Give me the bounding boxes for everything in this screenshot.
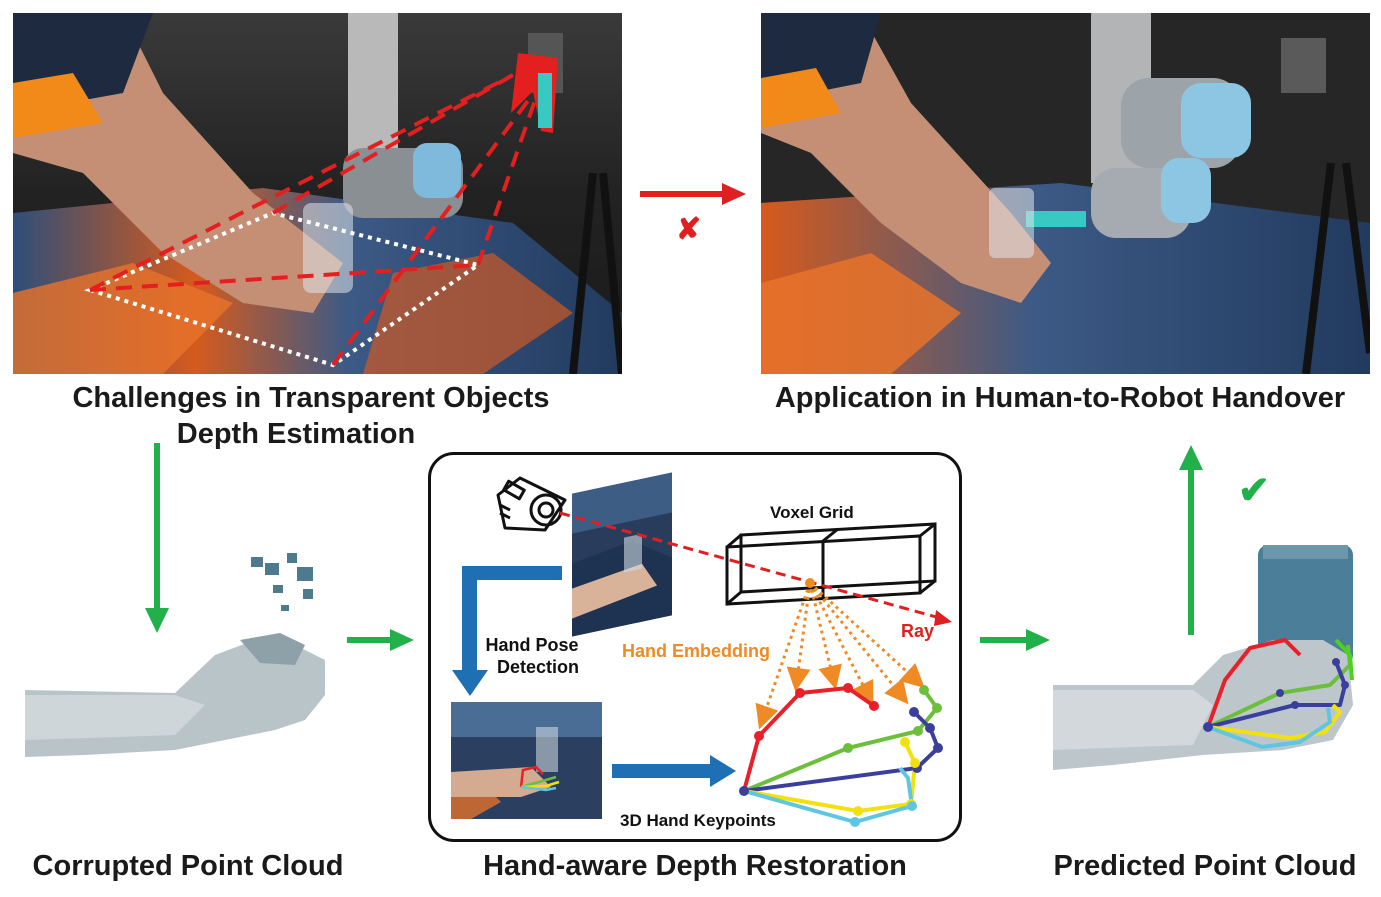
restoration-panel [428,452,962,842]
ray-label: Ray [901,621,935,641]
pose-detection-frame [451,702,602,819]
voxel-grid-label: Voxel Grid [770,503,854,522]
challenges-caption: Challenges in Transparent Objects Depth … [13,380,609,452]
green-arrow-into-panel [347,629,414,651]
cross-mark-icon: ✘ [676,213,702,246]
corrupted-point-cloud [25,545,330,780]
restoration-caption: Hand-aware Depth Restoration [483,850,907,882]
green-arrow-down [145,443,169,633]
hand-pose-label-line2: Detection [497,657,580,677]
red-arrow [640,183,746,205]
corrupted-caption: Corrupted Point Cloud [32,850,344,882]
input-rgb-frame [572,472,672,637]
predicted-hand-keypoints [1203,658,1349,732]
blue-arrow-pose [452,566,562,696]
hand-pose-label-line1: Hand Pose [485,635,579,655]
application-caption: Application in Human-to-Robot Handover [774,382,1346,414]
challenges-caption-line2: Depth Estimation [176,418,416,450]
predicted-hand-skeleton [1206,638,1354,749]
challenges-photo [13,13,622,374]
3d-hand-keypoints-label: 3D Hand Keypoints [620,811,776,830]
hand-embedding-label: Hand Embedding [622,641,770,661]
blue-arrow-keypoints [612,755,736,787]
check-mark-icon: ✔ [1238,470,1270,512]
voxel-grid [725,522,937,606]
hand-pose-detection-label: Hand Pose Detection [485,634,579,678]
green-arrow-up [1179,445,1203,635]
hand-embedding-rays [755,581,925,730]
ray [559,511,952,626]
green-arrow-out-of-panel [980,629,1050,651]
camera-icon [496,476,567,532]
challenges-caption-line1: Challenges in Transparent Objects [72,382,550,414]
hand-keypoints [739,683,943,827]
predicted-caption: Predicted Point Cloud [1053,850,1357,882]
handover-photo [761,13,1370,374]
voxel-point [805,578,815,588]
